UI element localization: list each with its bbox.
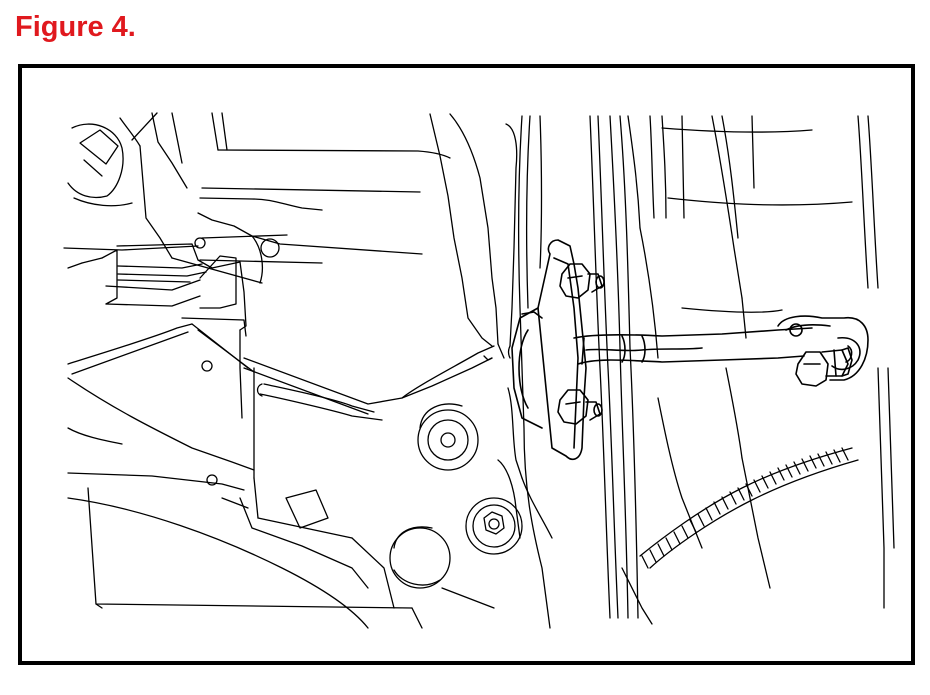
grommet-bolt xyxy=(465,497,523,555)
door-check-arm xyxy=(573,327,813,365)
hinge-strap xyxy=(67,243,247,419)
grommet-large xyxy=(417,403,479,471)
pillar-edge xyxy=(497,115,553,629)
bracket-bolt-lower xyxy=(557,389,603,425)
lower-body-curve xyxy=(67,497,423,629)
lower-plate xyxy=(67,472,413,609)
reinforcement-panel xyxy=(67,113,518,519)
door-inner-panel xyxy=(589,115,895,625)
grommet-plug xyxy=(389,526,495,609)
pivot-bolt xyxy=(795,347,853,387)
body-holes-left xyxy=(194,237,280,486)
body-panel-left xyxy=(63,112,451,284)
figure-frame xyxy=(18,64,915,665)
check-arm-pivot xyxy=(777,315,869,381)
figure-title: Figure 4. xyxy=(15,11,136,43)
wire-harness xyxy=(639,447,859,569)
door-check-bracket xyxy=(511,239,587,461)
door-check-diagram xyxy=(63,112,895,629)
